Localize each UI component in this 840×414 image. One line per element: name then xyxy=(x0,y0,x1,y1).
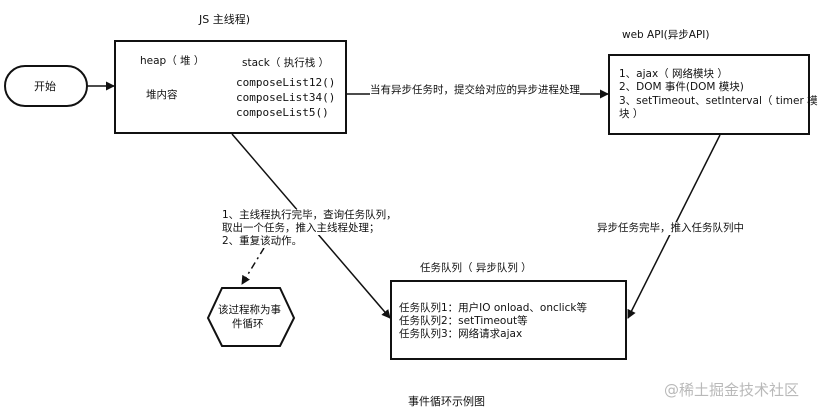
web-api-line-3: 3、setTimeout、setInterval（ timer 模 xyxy=(619,95,818,107)
web-api-line-4: 块 ） xyxy=(619,108,644,120)
web-api-title: web API(异步API) xyxy=(622,29,710,41)
heap-content: 堆内容 xyxy=(146,89,178,101)
main-thread-title: JS 主线程) xyxy=(199,13,251,26)
stack-item-3: composeList5() xyxy=(236,106,329,119)
loop-note-line-3: 2、重复该动作。 xyxy=(222,235,303,248)
start-label: 开始 xyxy=(34,80,56,93)
task-queue-line-1: 任务队列1：用户IO onload、onclick等 xyxy=(399,302,587,314)
event-loop-label-1: 该过程称为事 xyxy=(218,304,281,316)
event-loop-label-2: 件循环 xyxy=(232,318,264,330)
task-queue-title: 任务队列（ 异步队列 ） xyxy=(420,262,532,274)
web-api-line-2: 2、DOM 事件(DOM 模块) xyxy=(619,81,744,93)
watermark: @稀土掘金技术社区 xyxy=(664,381,800,399)
event-loop-node xyxy=(206,287,296,347)
stack-item-2: composeList34() xyxy=(236,91,336,104)
loop-note-line-2: 取出一个任务，推入主线程处理； xyxy=(222,222,380,235)
task-queue-box xyxy=(390,280,627,360)
stack-label: stack（ 执行栈 ） xyxy=(242,57,330,69)
web-api-box xyxy=(608,54,810,135)
heap-label: heap（ 堆 ） xyxy=(140,55,205,67)
task-queue-line-3: 任务队列3：网络请求ajax xyxy=(399,328,523,340)
async-complete-label: 异步任务完毕，推入任务队列中 xyxy=(597,222,744,235)
main-thread-box xyxy=(114,40,347,134)
async-submit-label: 当有异步任务时，提交给对应的异步进程处理 xyxy=(370,84,580,97)
event-loop-arrow xyxy=(241,247,265,285)
task-queue-line-2: 任务队列2：setTimeout等 xyxy=(399,315,528,327)
caption: 事件循环示例图 xyxy=(408,395,485,408)
web-api-line-1: 1、ajax（ 网络模块 ） xyxy=(619,68,728,80)
stack-item-1: composeList12() xyxy=(236,76,336,89)
loop-note-line-1: 1、主线程执行完毕，查询任务队列， xyxy=(222,209,397,222)
